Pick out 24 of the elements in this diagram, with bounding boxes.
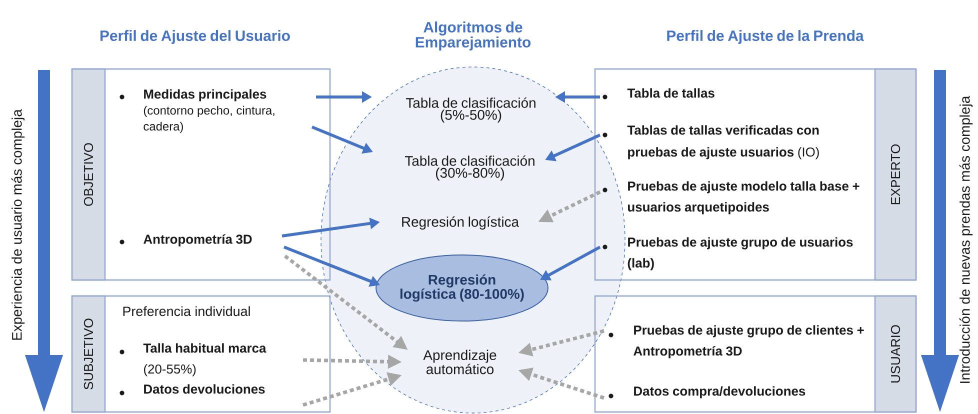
panel-heading: Preferencia individual bbox=[123, 306, 250, 316]
list-item: Antropometría 3D bbox=[144, 234, 252, 246]
list-item: Tabla de tallas bbox=[627, 88, 714, 98]
list-item: Talla habitual marca (20-55%) bbox=[143, 343, 266, 376]
list-item: Pruebas de ajuste modelo talla base + usuarios arquetipoides bbox=[628, 181, 860, 214]
axis-label: Experiencia de usuario más compleja bbox=[11, 109, 25, 340]
list-item: Pruebas de ajuste grupo de usuarios (lab) bbox=[628, 237, 853, 270]
column-heading: Algoritmos de Emparejamiento bbox=[416, 22, 531, 50]
list-item: Datos devoluciones bbox=[144, 384, 265, 394]
tab-label: USUARIO bbox=[890, 325, 900, 382]
algorithm-label: Aprendizaje automático bbox=[423, 350, 496, 374]
algorithm-label: Tabla de clasificación (5%-50%) bbox=[406, 97, 536, 123]
axis-label: Introducción de nuevas prendas más compleja bbox=[959, 96, 973, 383]
tab-label: SUBJETIVO bbox=[84, 318, 94, 390]
list-item: Medidas principales (contorno pecho, cintura, cadera) bbox=[144, 89, 274, 133]
column-heading: Perfil de Ajuste del Usuario bbox=[100, 30, 290, 44]
algorithm-label: Tabla de clasificación (30%-80%) bbox=[404, 155, 534, 181]
tab-label: EXPERTO bbox=[890, 144, 900, 204]
algorithm-label: Regresión logística bbox=[402, 216, 520, 230]
list-item: Tablas de tallas verificadas con pruebas de ajuste usuarios (IO) bbox=[627, 125, 819, 160]
column-heading: Perfil de Ajuste de la Prenda bbox=[667, 30, 864, 44]
list-item: Datos compra/devoluciones bbox=[634, 386, 806, 398]
list-item: Pruebas de ajuste grupo de clientes + Antropometría 3D bbox=[634, 325, 864, 358]
tab-label: OBJETIVO bbox=[84, 143, 94, 206]
